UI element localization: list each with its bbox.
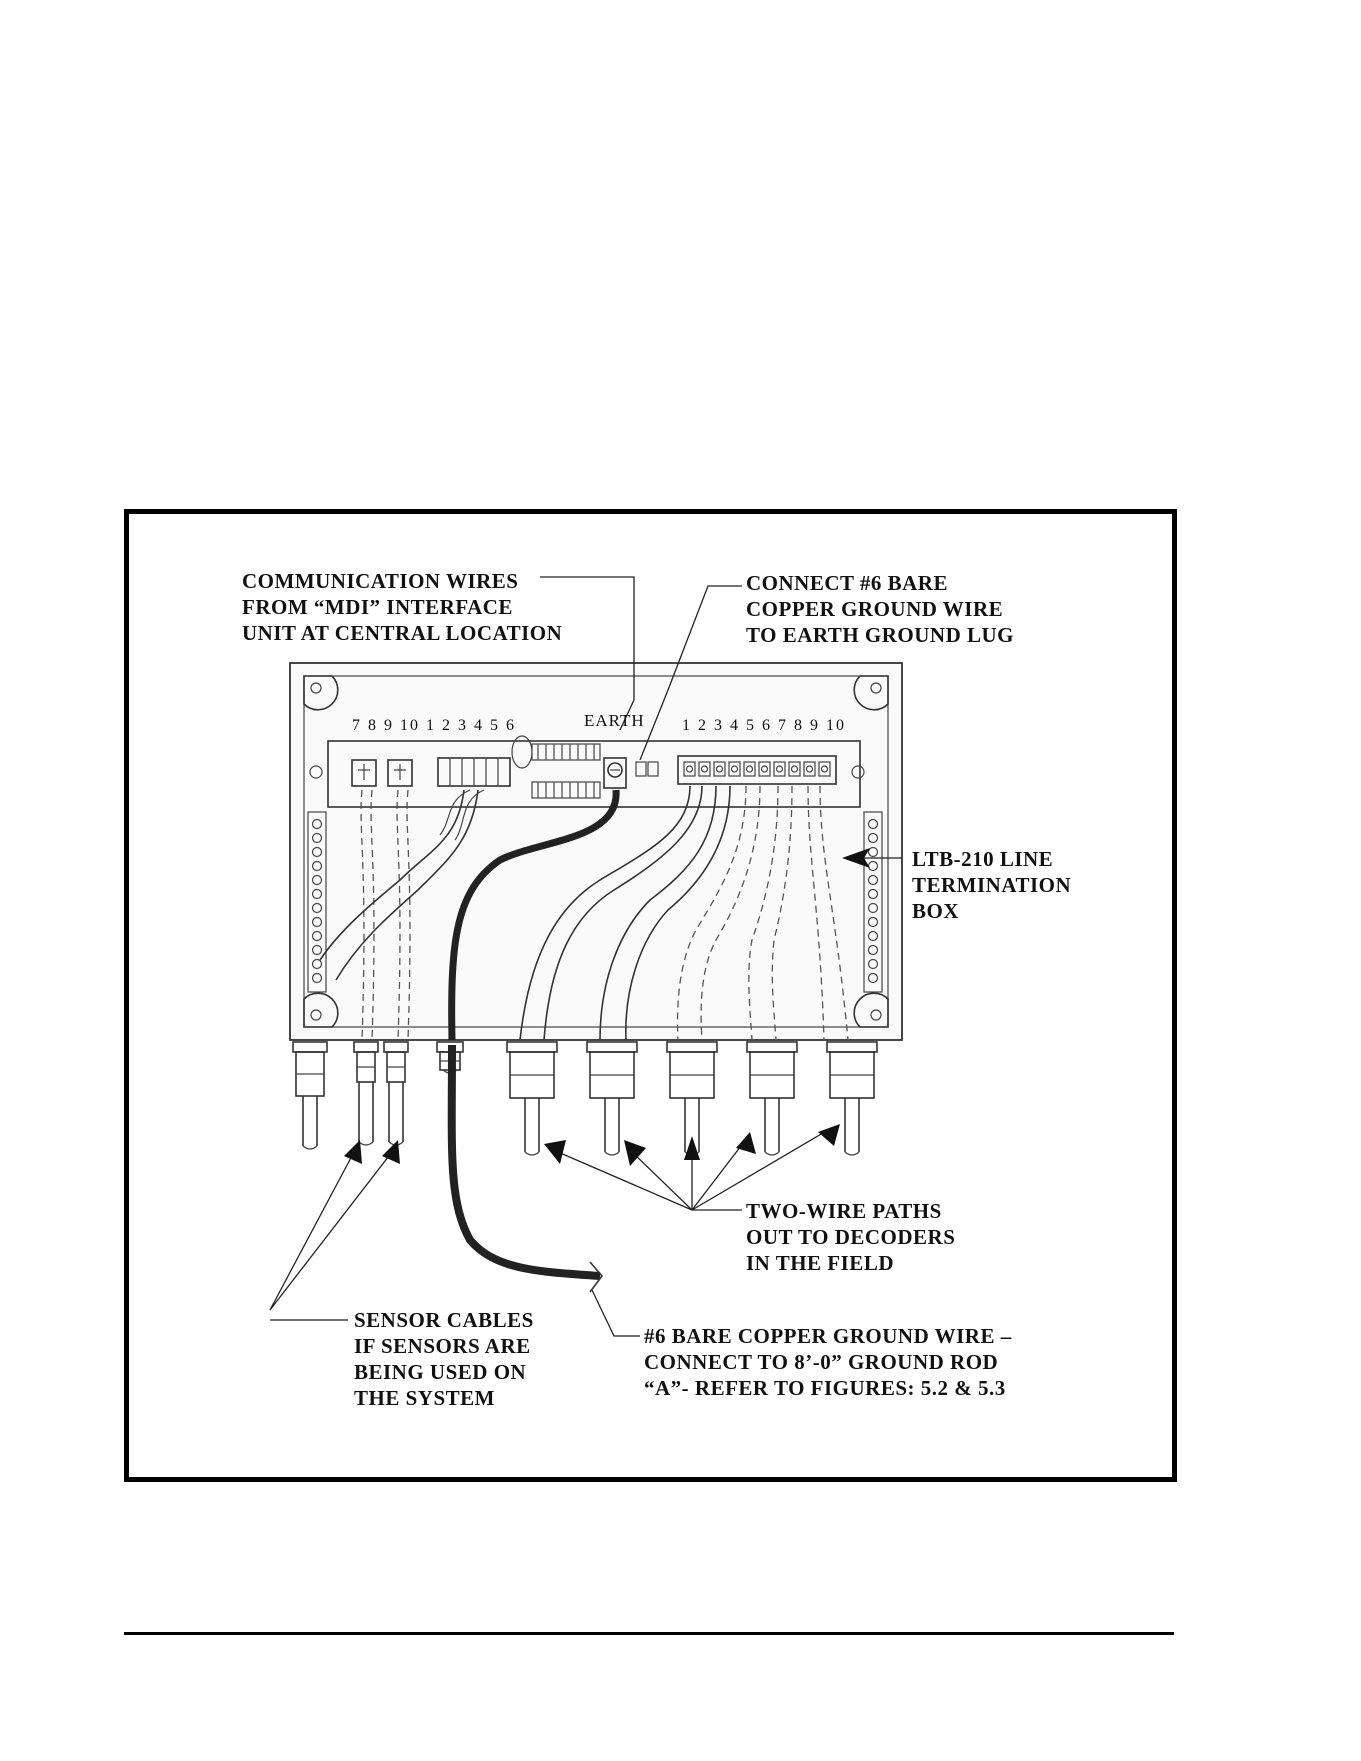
corner-screw <box>853 992 889 1028</box>
terminal-screw <box>790 765 799 773</box>
two-wire-label: TWO-WIRE PATHS OUT TO DECODERS IN THE FI… <box>746 1199 961 1275</box>
terminal-screw <box>775 765 784 773</box>
terminal-screw <box>700 765 709 773</box>
terminal-screw <box>820 765 829 773</box>
rail-hole <box>311 874 323 886</box>
right-rail <box>863 811 883 993</box>
ground-connect-label: CONNECT #6 BARE COPPER GROUND WIRE TO EA… <box>746 571 1014 647</box>
terminal-screw <box>745 765 754 773</box>
rail-hole <box>867 874 879 886</box>
rail-hole <box>311 944 323 956</box>
terminal-slot <box>683 761 696 777</box>
ground-wire-inside <box>448 789 620 1041</box>
terminal-block-left-1-6 <box>437 757 511 787</box>
rail-hole <box>311 832 323 844</box>
terminal-screw <box>760 765 769 773</box>
communication-wires <box>319 789 485 981</box>
ltb-label: LTB-210 LINE TERMINATION BOX <box>912 847 1077 923</box>
terminal-block-left-7-10 <box>351 759 413 787</box>
rail-hole <box>311 916 323 928</box>
rail-hole <box>867 888 879 900</box>
sensor-cable-wires <box>360 789 411 1041</box>
terminal-slot <box>773 761 786 777</box>
rail-hole <box>311 888 323 900</box>
cable-gland <box>292 1041 328 1150</box>
terminal-slot <box>788 761 801 777</box>
sensor-arrows <box>269 1140 400 1321</box>
cable-gland <box>506 1041 558 1156</box>
cable-gland <box>666 1041 718 1156</box>
terminal-block-right-1-10 <box>677 755 837 785</box>
rail-hole <box>867 930 879 942</box>
cable-gland <box>353 1041 379 1146</box>
comm-wires-leader <box>540 576 635 731</box>
rail-hole <box>867 916 879 928</box>
cable-gland <box>383 1041 409 1146</box>
cable-gland <box>826 1041 878 1156</box>
terminal-slot <box>728 761 741 777</box>
comm-wires-label: COMMUNICATION WIRES FROM “MDI” INTERFACE… <box>242 569 562 645</box>
rail-hole <box>867 846 879 858</box>
ground-connect-leader <box>639 585 742 761</box>
rail-hole <box>867 958 879 970</box>
earth-ground-lug <box>603 757 659 789</box>
earth-label: EARTH <box>584 711 645 730</box>
rail-hole <box>311 818 323 830</box>
ground-wire-leader <box>591 1289 640 1337</box>
interface-module <box>511 735 601 799</box>
terminal-slot <box>803 761 816 777</box>
ground-wire-label: #6 BARE COPPER GROUND WIRE – CONNECT TO … <box>644 1324 1017 1400</box>
rail-hole <box>867 944 879 956</box>
corner-screw <box>303 675 339 711</box>
terminal-screw <box>805 765 814 773</box>
cable-gland <box>586 1041 638 1156</box>
rail-hole <box>311 930 323 942</box>
terminal-screw <box>730 765 739 773</box>
corner-screw <box>853 675 889 711</box>
termination-box <box>289 662 903 1041</box>
rail-hole <box>311 958 323 970</box>
sensor-label: SENSOR CABLES IF SENSORS ARE BEING USED … <box>354 1308 540 1410</box>
right-terminal-numbers: 1 2 3 4 5 6 7 8 9 10 <box>682 717 846 734</box>
rail-hole <box>867 902 879 914</box>
terminal-slot <box>698 761 711 777</box>
terminal-screw <box>715 765 724 773</box>
rail-hole <box>311 860 323 872</box>
rail-hole <box>311 846 323 858</box>
rail-hole <box>867 972 879 984</box>
corner-screw <box>303 992 339 1028</box>
ground-wire-outside <box>447 1044 604 1293</box>
terminal-screw <box>685 765 694 773</box>
cable-gland <box>746 1041 798 1156</box>
terminal-slot <box>713 761 726 777</box>
two-wire-arrows <box>544 1124 840 1211</box>
two-wire-paths-inside <box>519 785 849 1041</box>
rail-hole <box>311 902 323 914</box>
terminal-slot <box>743 761 756 777</box>
terminal-slot <box>758 761 771 777</box>
cable-glands <box>292 1041 878 1156</box>
footer-rule <box>124 1632 1174 1635</box>
terminal-slot <box>818 761 831 777</box>
rail-hole <box>867 818 879 830</box>
left-terminal-numbers: 7 8 9 10 1 2 3 4 5 6 <box>352 717 516 734</box>
rail-hole <box>867 832 879 844</box>
terminal-strip <box>309 735 865 808</box>
rail-hole <box>311 972 323 984</box>
left-rail <box>307 811 327 993</box>
ltb-arrow <box>842 848 902 868</box>
